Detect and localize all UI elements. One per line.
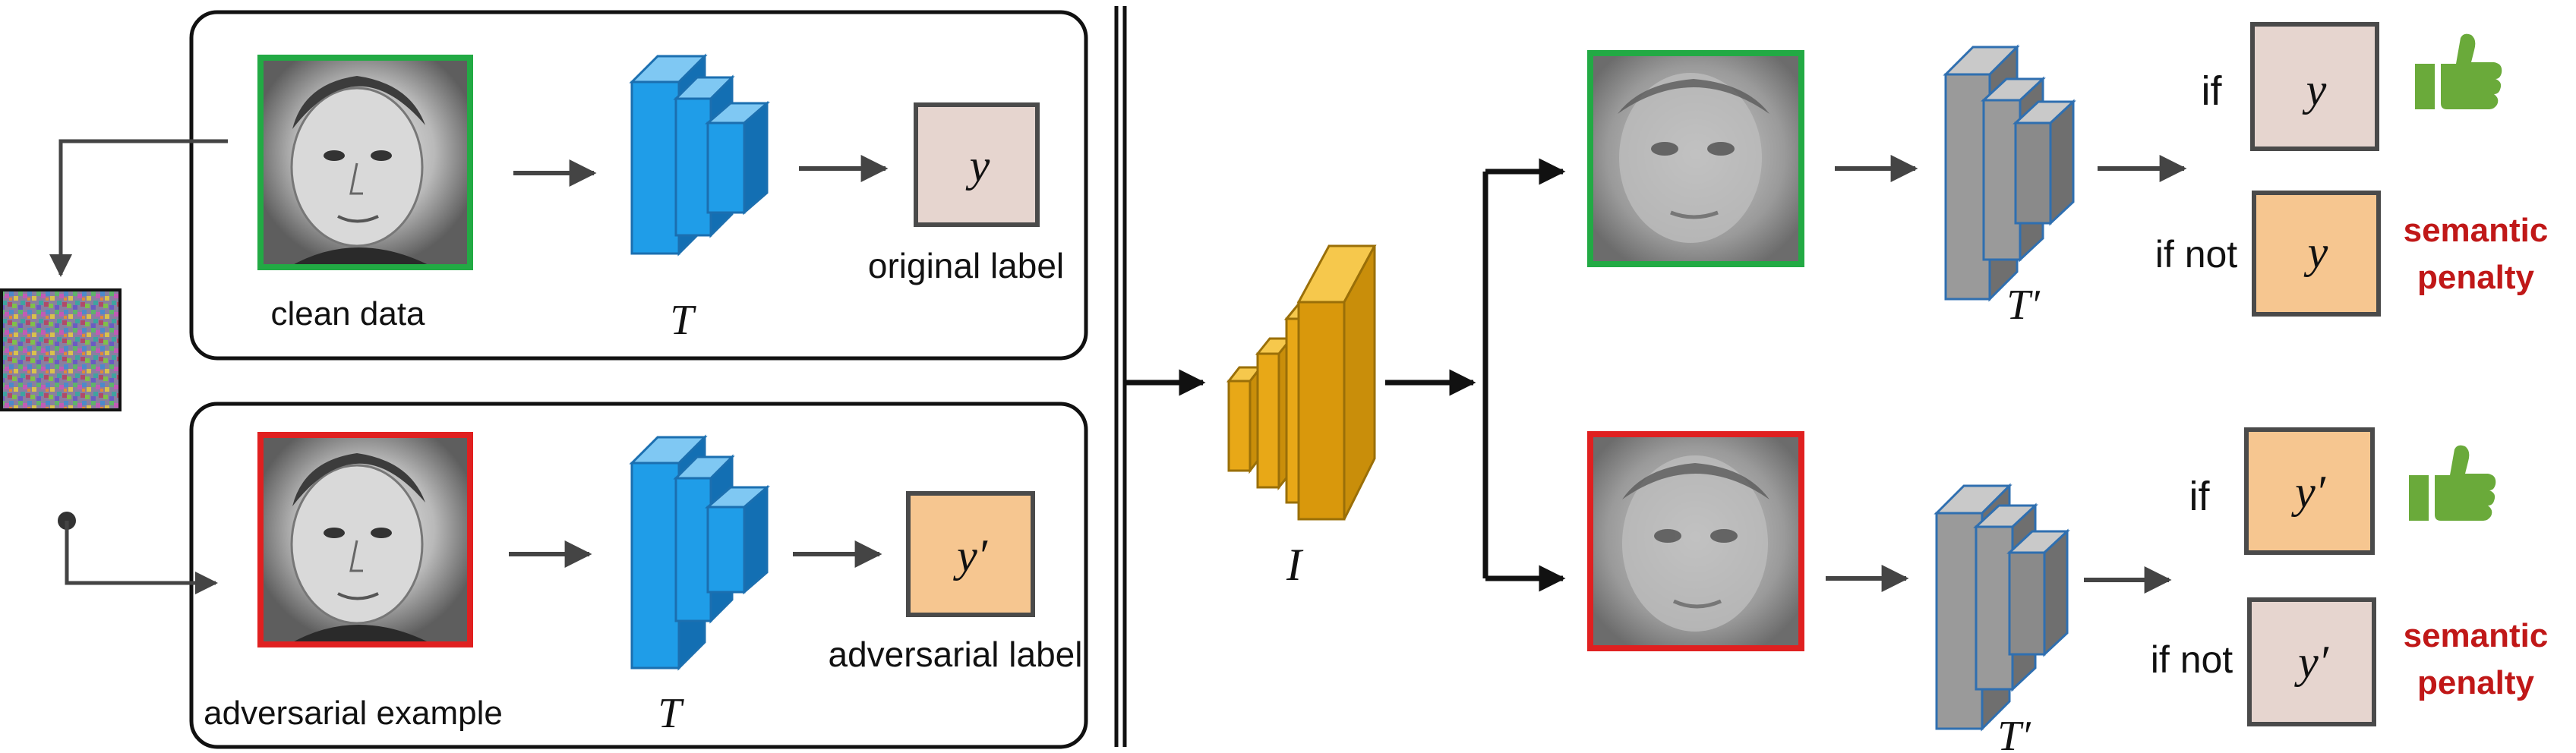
adversarial-label-caption: adversarial label: [829, 635, 1083, 674]
thumbs-up-icon: [2415, 33, 2502, 109]
bottom-if-not-label-symbol: y′: [2293, 637, 2329, 687]
target-model-bottom-label: T: [658, 690, 684, 737]
bottom-if-not-text: if not: [2151, 638, 2233, 681]
reconstructed-model-bottom: [1934, 483, 2070, 732]
target-model-top: [629, 53, 771, 257]
clean-data-caption: clean data: [270, 295, 425, 332]
inverse-model-label: I: [1286, 540, 1304, 590]
bottom-if-not-label-box: [2247, 597, 2376, 726]
inverse-model: [1226, 244, 1377, 521]
reconstructed-adversarial-frame: [1587, 431, 1804, 651]
top-if-not-label-symbol: y: [2303, 227, 2328, 277]
top-if-label-symbol: y: [2302, 65, 2327, 115]
reconstructed-model-top-label: T′: [2006, 282, 2040, 329]
reconstructed-clean-face: [1587, 50, 1804, 267]
clean-face-image: [257, 55, 473, 270]
original-label-caption: original label: [868, 246, 1064, 285]
reconstructed-clean-frame: [1587, 50, 1804, 267]
adversarial-frame: [257, 432, 473, 647]
top-if-text: if: [2202, 68, 2223, 114]
clean-frame: [257, 55, 473, 270]
adversarial-example-caption: adversarial example: [204, 695, 503, 732]
reconstructed-model-top: [1943, 44, 2076, 302]
adversarial-face-image: [257, 432, 473, 647]
original-label-symbol: y: [965, 140, 990, 191]
top-penalty-line1: semantic: [2404, 212, 2549, 249]
bottom-if-label-symbol: y′: [2290, 467, 2326, 517]
bottom-penalty-line1: semantic: [2404, 617, 2549, 654]
reconstructed-adversarial-face: [1587, 431, 1804, 651]
top-if-not-label-box: [2252, 191, 2381, 317]
original-label-box: [914, 102, 1040, 227]
top-penalty-line2: penalty: [2417, 259, 2535, 296]
clean-to-noise-connector: [49, 139, 228, 277]
thumbs-up-icon: [2409, 445, 2496, 521]
bottom-if-label-box: [2244, 427, 2375, 555]
reconstructed-model-bottom-label: T′: [1997, 713, 2031, 753]
bottom-penalty-line2: penalty: [2417, 664, 2535, 701]
perturbation-noise-image: [0, 288, 122, 411]
bottom-if-text: if: [2189, 474, 2211, 519]
adversarial-label-symbol: y′: [952, 531, 988, 581]
target-model-bottom: [629, 434, 771, 671]
noise-to-adversarial-connector: [65, 521, 218, 594]
adversarial-branch-box: [189, 402, 1088, 749]
target-model-top-label: T: [670, 297, 696, 344]
clean-branch-box: [189, 10, 1088, 361]
top-if-not-text: if not: [2155, 233, 2238, 276]
adversarial-label-box: [906, 491, 1035, 617]
top-if-label-box: [2250, 22, 2379, 151]
